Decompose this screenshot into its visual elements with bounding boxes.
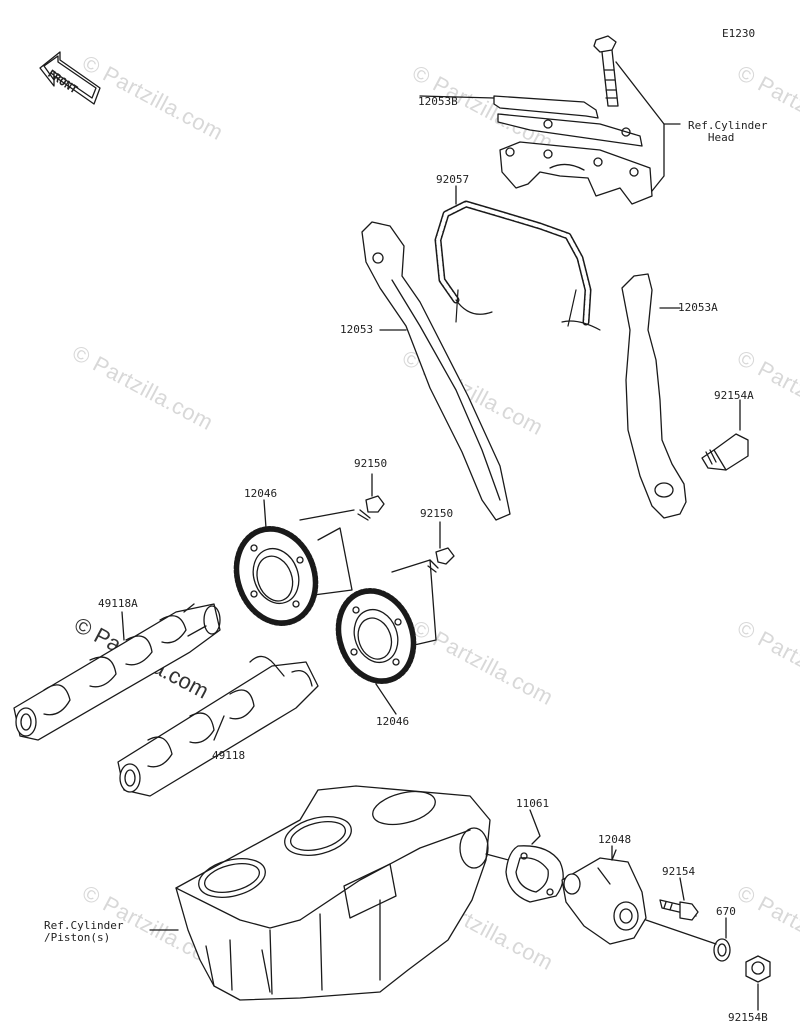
bolt-92154A (701, 433, 749, 471)
bolt-92154 (659, 899, 699, 921)
bolt-92150-a (357, 495, 385, 521)
part-label-12053A: 12053A (678, 301, 718, 314)
camshaft-upper (13, 603, 221, 741)
cam-cap (499, 141, 653, 205)
part-label-49118: 49118 (212, 749, 246, 762)
part-label-92150-a: 92150 (354, 457, 388, 470)
cam-sprocket-lower (335, 588, 417, 684)
cam-sprocket-upper (233, 526, 319, 626)
cylinder-block (175, 785, 491, 1001)
part-label-49118A: 49118A (98, 597, 138, 610)
part-label-12048: 12048 (598, 833, 632, 846)
part-label-12046-a: 12046 (244, 487, 278, 500)
part-label-12053B: 12053B (418, 95, 458, 108)
part-label-92150-b: 92150 (420, 507, 454, 520)
part-label-92057: 92057 (436, 173, 470, 186)
upper-chain-guide (493, 95, 643, 147)
diagram-code: E1230 (722, 27, 756, 40)
part-label-92154B: 92154B (728, 1011, 768, 1024)
camshaft-lower (117, 655, 319, 797)
part-label-670: 670 (716, 905, 736, 918)
tensioner-guide (361, 221, 511, 521)
plug-92154B (745, 955, 771, 1011)
part-label-92154: 92154 (662, 865, 696, 878)
chain-guide-right (621, 273, 687, 519)
washer-670 (645, 919, 731, 962)
chain-tensioner (561, 845, 647, 945)
part-label-92154A: 92154A (714, 389, 754, 402)
part-label-12053: 12053 (340, 323, 374, 336)
tensioner-gasket (505, 809, 564, 903)
part-label-12046-b: 12046 (376, 715, 410, 728)
ref-cylinder-head: Ref.Cylinder Head (688, 119, 768, 144)
bolt-92150-b (427, 547, 455, 573)
front-arrow-icon (39, 51, 101, 105)
cam-chain (434, 200, 601, 331)
bolt-head-top (593, 35, 619, 107)
ref-cylinder-piston: Ref.Cylinder /Piston(s) (44, 919, 124, 944)
part-label-11061: 11061 (516, 797, 550, 810)
